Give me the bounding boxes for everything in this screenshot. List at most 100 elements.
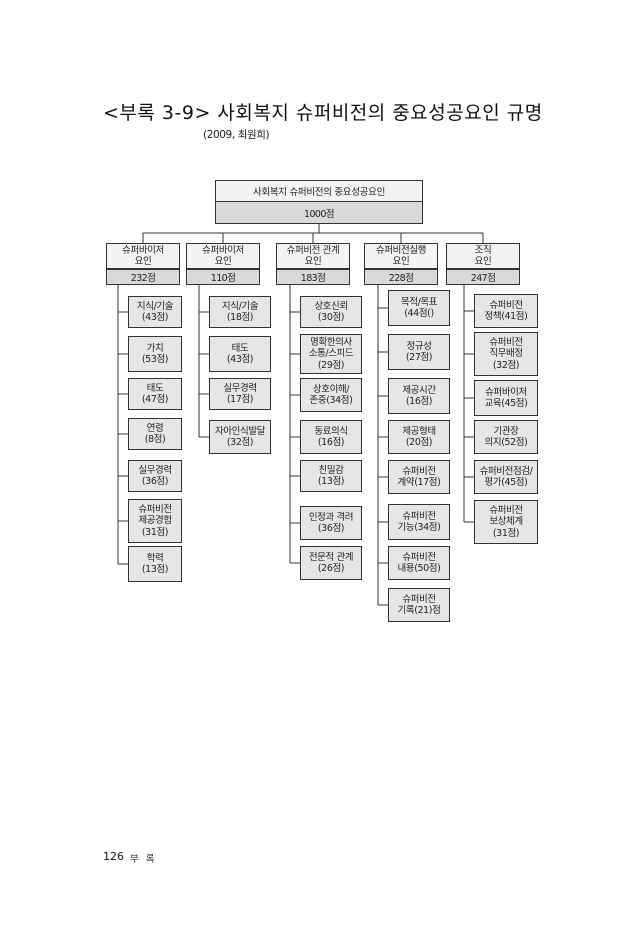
factor-text-line: (13점) (317, 476, 345, 487)
factor-text-line: 제공형태 (402, 425, 436, 437)
factor-text-line: 기관장 (493, 425, 519, 437)
factor-text-line: 상호신뢰 (314, 300, 348, 312)
factor-text-line: (32점) (492, 359, 520, 371)
factor-text-line: 제공경험 (138, 515, 172, 527)
category-value-2: 110점 (186, 269, 260, 285)
factor-text-line: (16점) (405, 396, 433, 407)
factor-text-line: 교육(45점) (484, 398, 528, 409)
factor-box: 목적/목표(44점() (388, 290, 450, 326)
factor-text-line: (43점) (141, 312, 169, 323)
category-label-line: 슈퍼비전실행 (375, 245, 427, 256)
factor-box: 태도(43점) (209, 336, 271, 372)
factor-box: 전문적 관계(26점) (300, 546, 362, 580)
category-label-line: 요인 (392, 256, 410, 267)
factor-text-line: (20점) (405, 437, 433, 448)
factor-text-line: 슈퍼비전 (402, 593, 436, 605)
factor-text-line: (13점) (141, 564, 169, 575)
factor-box: 실무경력(36점) (128, 460, 182, 492)
factor-box: 가치(53점) (128, 336, 182, 372)
factor-text-line: 실무경력 (138, 464, 172, 476)
category-value-3: 183점 (276, 269, 350, 285)
page-subtitle: (2009, 최원희) (203, 129, 270, 141)
category-label-line: 요인 (214, 256, 232, 267)
factor-text-line: (16점) (317, 437, 345, 448)
factor-text-line: 슈퍼비전 (402, 510, 436, 522)
factor-text-line: 존중(34점) (309, 395, 353, 406)
factor-text-line: 지식/기술 (136, 300, 174, 312)
factor-text-line: 명확한의사 (310, 336, 352, 348)
factor-box: 정규성(27점) (388, 334, 450, 370)
factor-text-line: 슈퍼비전 (402, 551, 436, 563)
factor-text-line: (44점() (404, 308, 434, 319)
factor-text-line: 태도 (231, 342, 249, 354)
category-value-1: 232점 (106, 269, 180, 285)
factor-text-line: 계약(17점) (397, 477, 441, 488)
factor-text-line: 정책(41점) (484, 311, 528, 322)
factor-text-line: 평가(45점) (484, 477, 528, 488)
page-title: <부록 3-9> 사회복지 슈퍼비전의 중요성공요인 규명 (103, 102, 543, 124)
category-label-line: 슈퍼바이저 (122, 245, 164, 256)
factor-box: 상호이해/존중(34점) (300, 378, 362, 412)
category-value-5: 247점 (446, 269, 520, 285)
factor-box: 상호신뢰(30점) (300, 296, 362, 328)
factor-text-line: 학력 (146, 552, 164, 564)
factor-text-line: 실무경력 (223, 382, 257, 394)
factor-text-line: (27점) (405, 352, 433, 363)
factor-box: 연령(8점) (128, 418, 182, 450)
factor-box: 제공시간(16점) (388, 378, 450, 414)
factor-text-line: (53점) (141, 354, 169, 365)
factor-box: 친밀감(13점) (300, 460, 362, 492)
factor-text-line: 슈퍼비전 (138, 503, 172, 515)
root-node-value: 1000점 (215, 201, 423, 224)
factor-text-line: (29점) (317, 359, 345, 371)
factor-box: 태도(47점) (128, 378, 182, 410)
factor-box: 실무경력(17점) (209, 378, 271, 410)
category-value-4: 228점 (364, 269, 438, 285)
category-label-line: 요인 (134, 256, 152, 267)
category-label-line: 슈퍼바이저 (202, 245, 244, 256)
factor-text-line: (36점) (317, 523, 345, 534)
factor-text-line: (30점) (317, 312, 345, 323)
factor-text-line: 의지(52점) (484, 437, 528, 448)
factor-text-line: 자아인식발달 (214, 425, 266, 437)
page-number: 126 (103, 850, 124, 863)
factor-text-line: 기록(21)점 (397, 605, 441, 616)
factor-box: 슈퍼비전점검/평가(45점) (474, 460, 538, 494)
factor-box: 지식/기술(43점) (128, 296, 182, 328)
factor-text-line: (26점) (317, 563, 345, 574)
factor-text-line: 내용(50점) (397, 563, 441, 574)
factor-text-line: (8점) (144, 434, 166, 445)
factor-text-line: (32점) (226, 437, 254, 448)
factor-box: 지식/기술(18점) (209, 296, 271, 328)
factor-text-line: (18점) (226, 312, 254, 323)
factor-text-line: 보상체계 (489, 516, 523, 528)
factor-text-line: 지식/기술 (221, 300, 259, 312)
root-node-label: 사회복지 슈퍼비전의 중요성공요인 (215, 180, 423, 202)
factor-text-line: 상호이해/ (312, 383, 350, 395)
factor-text-line: 슈퍼비전 (402, 465, 436, 477)
factor-text-line: 슈퍼비전 (489, 504, 523, 516)
factor-box: 자아인식발달(32점) (209, 420, 271, 454)
factor-text-line: 친밀감 (318, 464, 344, 476)
factor-text-line: 가치 (146, 342, 164, 354)
factor-box: 동료의식(16점) (300, 420, 362, 454)
category-label-line: 조직 (474, 245, 492, 256)
factor-text-line: 슈퍼비전점검/ (479, 465, 533, 477)
factor-text-line: (47점) (141, 394, 169, 405)
factor-text-line: 기능(34점) (397, 522, 441, 533)
factor-text-line: 소통/스피드 (308, 348, 354, 360)
